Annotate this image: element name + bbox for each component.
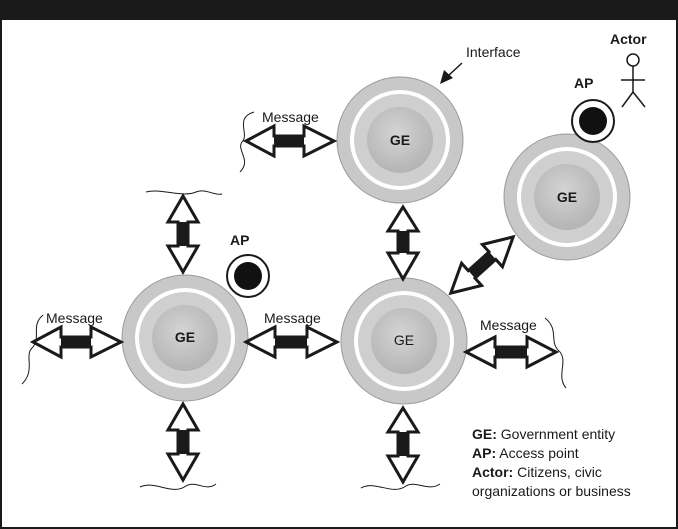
legend-row-ap: AP: Access point <box>472 444 631 463</box>
message-label-left: Message <box>46 310 103 326</box>
arrow-left-up <box>165 192 201 276</box>
legend-key-actor: Actor: <box>472 464 514 480</box>
ge-label-right: GE <box>557 189 577 205</box>
interface-pointer-head <box>440 70 453 84</box>
actor-icon <box>621 53 646 108</box>
legend-key-ap: AP: <box>472 445 497 461</box>
legend: GE: Government entity AP: Access point A… <box>472 425 631 501</box>
arrow-left-down <box>165 400 201 484</box>
legend-text-actor-2: organizations or business <box>472 483 631 499</box>
message-label-right: Message <box>480 317 537 333</box>
message-arrow-left <box>29 324 125 360</box>
wave-lines <box>21 111 567 490</box>
message-arrow-right <box>462 334 560 370</box>
ge-node-left: GE <box>121 274 249 402</box>
access-point-top <box>571 99 615 143</box>
ge-node-right: GE <box>503 133 631 261</box>
message-label-middle: Message <box>264 310 321 326</box>
legend-row-ge: GE: Government entity <box>472 425 631 444</box>
arrow-center-down <box>385 405 421 486</box>
ge-label-center: GE <box>394 332 414 348</box>
legend-row-actor-cont: organizations or business <box>472 482 631 501</box>
ge-label-left: GE <box>175 329 195 345</box>
legend-row-actor: Actor: Citizens, civic <box>472 463 631 482</box>
ge-node-top: GE <box>336 76 464 204</box>
arrow-diagonal <box>448 234 516 296</box>
legend-text-ge: Government entity <box>500 426 616 442</box>
interface-label: Interface <box>466 44 521 60</box>
message-label-top: Message <box>262 109 319 125</box>
message-arrow-middle <box>242 324 341 360</box>
top-bar <box>0 0 678 20</box>
legend-text-actor-1: Citizens, civic <box>517 464 602 480</box>
ge-node-center: GE <box>340 277 468 405</box>
ap-label-top: AP <box>574 75 593 91</box>
legend-text-ap: Access point <box>499 445 579 461</box>
ap-label-left: AP <box>230 232 249 248</box>
ge-label-top: GE <box>390 132 410 148</box>
message-arrow-top <box>242 123 338 159</box>
access-point-left <box>226 254 270 298</box>
arrow-top-center <box>385 204 421 283</box>
legend-key-ge: GE: <box>472 426 497 442</box>
interface-pointer-line <box>447 62 463 77</box>
actor-label: Actor <box>610 31 647 47</box>
